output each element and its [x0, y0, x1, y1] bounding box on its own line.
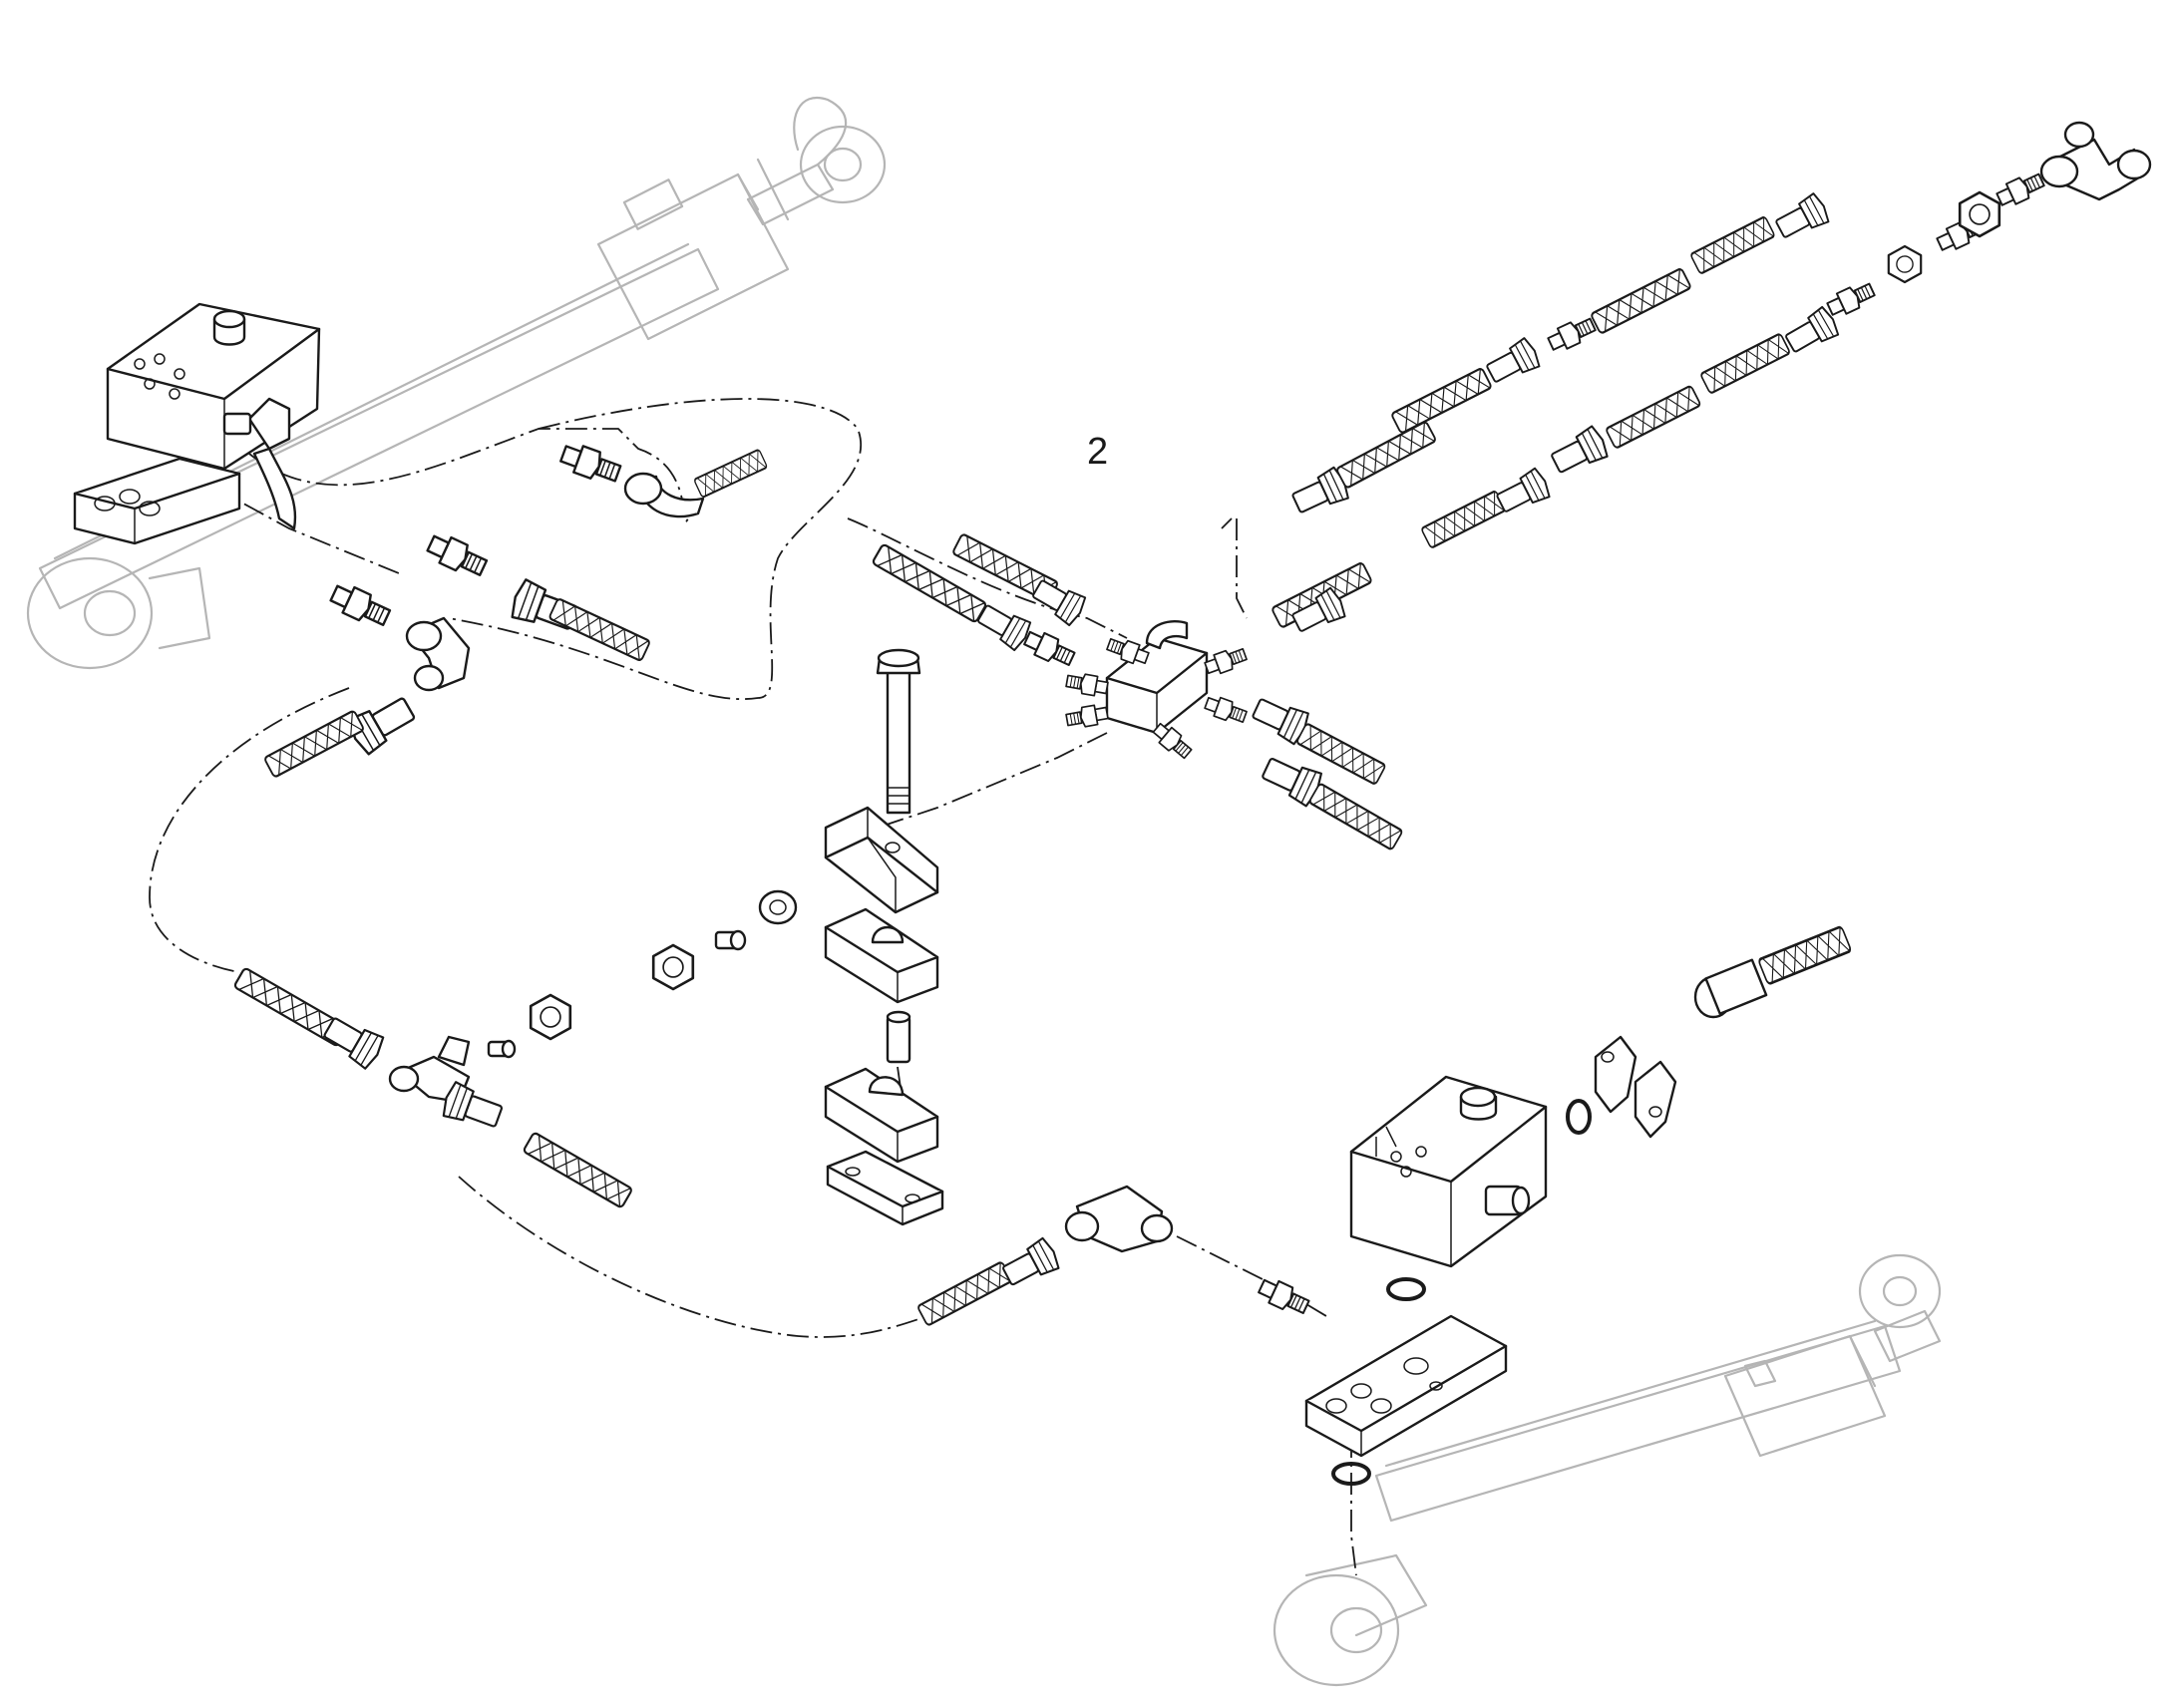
flange-clamp-halves — [1594, 1035, 1677, 1139]
hex-nut-upper-right — [1958, 169, 2047, 238]
hose-upper-right-2 — [1389, 335, 1544, 435]
valve-block-upper — [73, 302, 321, 545]
callout-label-2: 2 — [1087, 431, 1108, 473]
hose-upper-right-5 — [1270, 560, 1373, 639]
distribution-block — [1064, 620, 1250, 763]
clamp-plate — [826, 1150, 944, 1226]
hose-upper-right-8 — [1698, 304, 1842, 395]
hex-nut-center — [651, 943, 695, 991]
hose-lower-center — [915, 1235, 1063, 1327]
hose-upper-right-3 — [1545, 266, 1692, 356]
o-ring-lower-1 — [1386, 1277, 1426, 1301]
hose-left-vertical — [262, 689, 421, 779]
hose-upper-right-6 — [1419, 466, 1554, 549]
hose-upper-right-1 — [1287, 420, 1438, 520]
hose-lower-left-2 — [439, 1079, 634, 1209]
elbow-fitting-lower — [1064, 1185, 1174, 1253]
fitting-adapter-lower — [1255, 1274, 1312, 1319]
fitting-adapter-upper-right — [1824, 213, 1988, 321]
hose-upper-right-7 — [1547, 384, 1702, 481]
clamp-bolt — [876, 648, 921, 815]
spacer-sleeve — [886, 1010, 911, 1064]
flanged-hose-lower-right — [1693, 924, 1853, 1019]
grease-nipple-center — [714, 929, 747, 951]
hex-nut-lower-left — [529, 993, 572, 1041]
hose-lower-left-1 — [232, 966, 388, 1072]
elbow-fitting-left — [405, 616, 471, 692]
hose-routing-centerlines — [149, 398, 1357, 1576]
clamp-upper — [824, 806, 939, 914]
fitting-adapter-1 — [557, 439, 624, 489]
cylinder-mount-block — [1304, 1314, 1508, 1458]
fitting-adapter-center — [1020, 626, 1078, 671]
hydraulic-cylinder-lower-ghost — [1272, 1253, 1942, 1687]
grease-nipple-lower-left — [487, 1039, 517, 1059]
tee-fitting-upper-right — [2039, 121, 2152, 201]
o-ring-lower-2 — [1331, 1462, 1371, 1486]
fitting-adapter-3 — [326, 579, 394, 632]
washer-center — [758, 889, 798, 925]
hose-upper-left-long — [507, 576, 652, 663]
clamp-half-1 — [824, 907, 939, 1004]
o-ring-right — [1566, 1099, 1592, 1135]
clamp-half-2 — [824, 1067, 939, 1164]
hose-upper-right-4 — [1688, 190, 1833, 275]
valve-block-lower — [1349, 1075, 1548, 1268]
fitting-adapter-2 — [423, 529, 491, 582]
hose-elbow-upper — [623, 448, 769, 518]
